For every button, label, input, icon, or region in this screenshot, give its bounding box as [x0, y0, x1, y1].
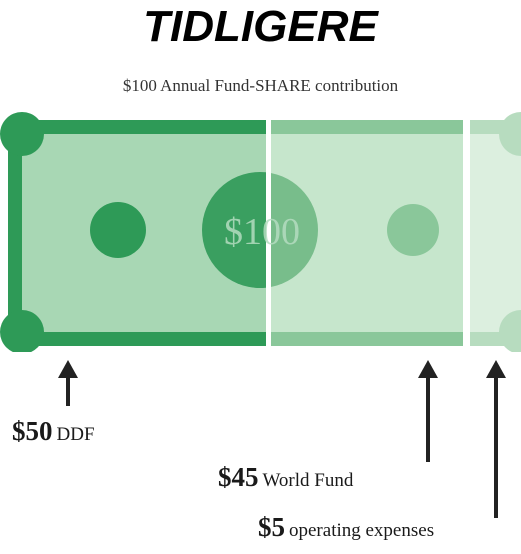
ddf-amount: $50	[12, 416, 53, 446]
dollar-bill-diagram: $100	[0, 112, 521, 352]
ddf-corner-top-left	[0, 112, 44, 156]
world-small-seal	[387, 204, 439, 256]
center-seal-left	[202, 172, 266, 288]
world-fund-amount: $45	[218, 462, 259, 492]
arrow-operating-expenses	[486, 360, 506, 518]
ddf-small-seal	[90, 202, 146, 258]
operating-expenses-segment	[470, 112, 521, 352]
operating-expenses-name: operating expenses	[289, 520, 435, 541]
contribution-subtitle: $100 Annual Fund-SHARE contribution	[122, 76, 399, 95]
ops-corner-bottom-right	[499, 310, 521, 352]
segment-divider-1	[266, 112, 271, 352]
label-ddf: $50 DDF	[12, 416, 95, 447]
label-operating-expenses: $5 operating expenses	[258, 512, 434, 543]
ddf-corner-bottom-left	[0, 310, 44, 352]
segment-divider-2	[463, 112, 470, 352]
ops-bill-panel	[470, 134, 521, 332]
operating-expenses-amount: $5	[258, 512, 285, 542]
world-fund-name: World Fund	[262, 470, 354, 491]
arrow-ddf	[58, 360, 78, 406]
bill-denomination: $100	[224, 211, 300, 253]
ddf-name: DDF	[56, 424, 95, 445]
page-heading: TIDLIGERE	[143, 2, 378, 51]
world-fund-segment	[270, 120, 463, 346]
arrow-world-fund	[418, 360, 438, 462]
ops-corner-top-right	[499, 112, 521, 156]
center-seal-right	[270, 172, 318, 288]
label-world-fund: $45 World Fund	[218, 462, 353, 493]
